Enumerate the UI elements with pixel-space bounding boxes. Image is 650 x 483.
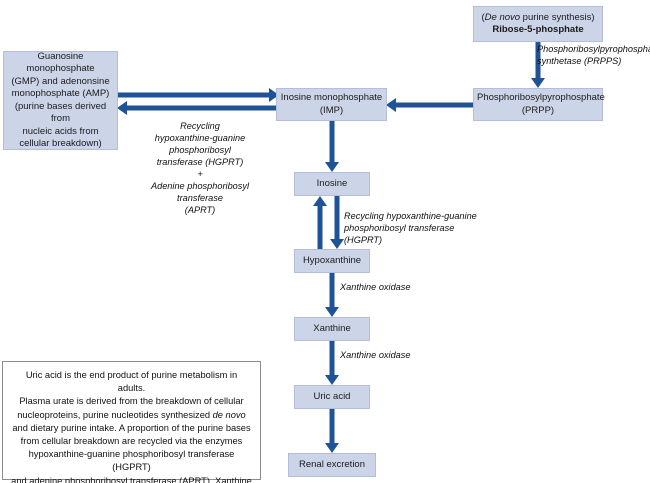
de-novo-italic: De novo xyxy=(484,11,521,23)
arrow-imp-to-inosine xyxy=(322,121,342,172)
arrow-shaft xyxy=(329,409,335,443)
arrowhead-left-icon xyxy=(117,101,127,115)
arrow-shaft xyxy=(394,102,474,108)
node-xanthine: Xanthine xyxy=(294,317,370,341)
arrowhead-down-icon xyxy=(325,162,339,172)
arrowhead-left-icon xyxy=(386,98,396,112)
node-renal-excretion: Renal excretion xyxy=(288,453,376,477)
arrow-shaft xyxy=(329,121,335,162)
arrow-inosine-to-hypoxanthine xyxy=(327,196,347,249)
label-prpps: Phosphoribosylpyrophosphate synthetase (… xyxy=(537,44,650,66)
node-uric-acid: Uric acid xyxy=(294,385,370,409)
arrow-uric-acid-to-renal-excretion xyxy=(322,409,342,453)
arrow-ribose5p-to-prpp xyxy=(528,42,548,88)
ribose-5-phosphate-label: Ribose-5-phosphate xyxy=(492,24,584,35)
node-inosine: Inosine xyxy=(294,172,370,196)
arrow-shaft xyxy=(329,341,335,375)
arrow-shaft xyxy=(125,105,279,111)
arrow-shaft xyxy=(117,92,271,98)
arrowhead-down-icon xyxy=(325,443,339,453)
arrowhead-down-icon xyxy=(325,375,339,385)
label-recycling-hgprt: Recycling hypoxanthine-guanine phosphori… xyxy=(344,211,477,245)
arrow-shaft xyxy=(535,42,541,78)
arrow-shaft xyxy=(334,196,340,239)
ribose-5-phosphate-caption: (De novo purine synthesis) xyxy=(481,11,595,23)
label-recycling-hgprt-aprt: Recycling hypoxanthine-guanine phosphori… xyxy=(150,121,250,215)
arrowhead-up-icon xyxy=(313,196,327,206)
label-xanthine-oxidase-1: Xanthine oxidase xyxy=(340,282,411,292)
node-imp: Inosine monophosphate (IMP) xyxy=(276,88,387,121)
arrowhead-right-icon xyxy=(269,88,279,102)
label-xanthine-oxidase-2: Xanthine oxidase xyxy=(340,350,411,360)
node-gmp-amp: Guanosine monophosphate (GMP) and adenon… xyxy=(3,51,118,150)
arrow-gmp-to-imp xyxy=(117,87,279,103)
arrow-hypoxanthine-to-xanthine xyxy=(322,273,342,317)
arrowhead-down-icon xyxy=(325,307,339,317)
node-prpp: Phosphoribosylpyrophosphate (PRPP) xyxy=(473,88,605,121)
arrow-shaft xyxy=(317,206,323,249)
infobox-line-3: nucleoproteins, purine nucleotides synth… xyxy=(17,409,246,420)
arrow-shaft xyxy=(329,273,335,307)
arrowhead-down-icon xyxy=(330,239,344,249)
arrow-xanthine-to-uric-acid xyxy=(322,341,342,385)
info-text-box: Uric acid is the end product of purine m… xyxy=(2,361,261,483)
arrow-imp-to-gmp xyxy=(117,100,279,116)
arrow-prpp-to-imp xyxy=(386,95,474,115)
arrowhead-down-icon xyxy=(531,78,545,88)
node-hypoxanthine: Hypoxanthine xyxy=(294,249,370,273)
arrow-hypoxanthine-to-inosine xyxy=(310,196,330,249)
node-ribose-5-phosphate: (De novo purine synthesis) Ribose-5-phos… xyxy=(473,6,603,42)
